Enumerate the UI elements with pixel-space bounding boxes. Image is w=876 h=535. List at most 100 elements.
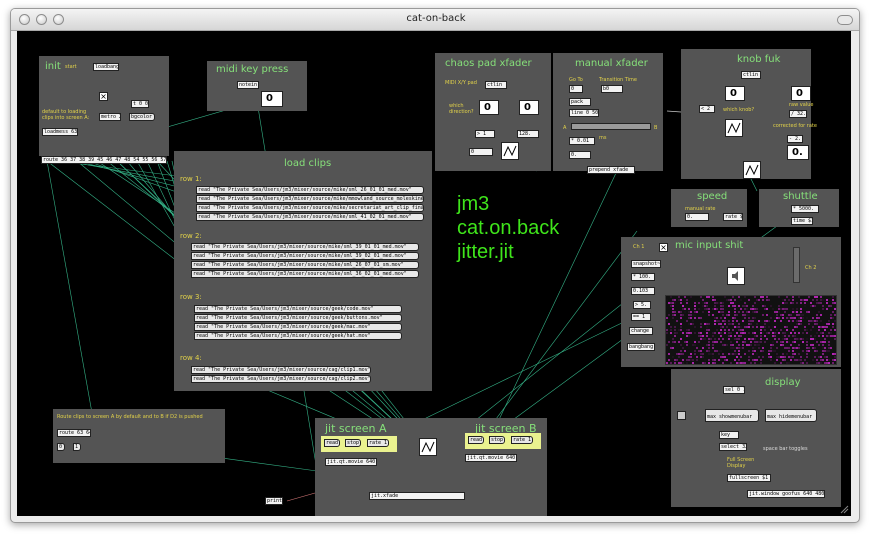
minus2-object[interactable]: - 2.	[787, 135, 803, 143]
read-message[interactable]: read "The Private Sea/Users/jm3/mixer/so…	[191, 270, 419, 278]
chaos-number[interactable]: 0	[519, 100, 539, 115]
row-3-label: row 3:	[180, 293, 202, 301]
div32-object[interactable]: / 32.	[789, 110, 807, 118]
chaos-pad-panel: chaos pad xfader MIDI X/Y pad ctlin whic…	[435, 53, 551, 171]
chaos-out-number[interactable]: 0	[469, 148, 493, 156]
corrected-label: corrected for rate	[773, 123, 817, 129]
bangbang-object[interactable]: bangbang	[627, 343, 655, 351]
gate-icon	[501, 142, 519, 160]
stop-button[interactable]: stop	[345, 439, 361, 447]
xfade-slider[interactable]	[571, 123, 651, 130]
metro-object[interactable]: metro 2	[99, 113, 121, 121]
read-message[interactable]: read "The Private Sea/Users/jm3/mixer/so…	[196, 204, 424, 212]
read-message[interactable]: read "The Private Sea/Users/jm3/mixer/so…	[194, 305, 402, 313]
read-message[interactable]: read "The Private Sea/Users/jm3/mixer/so…	[191, 375, 371, 383]
snapshot-object[interactable]: snapshot~	[631, 260, 661, 268]
gt5-object[interactable]: > 5.	[633, 301, 651, 309]
loadbang-object[interactable]: loadbang	[93, 63, 119, 71]
init-panel: init start loadbang × t 0 0 metro 2 bgco…	[39, 56, 169, 156]
t00-object[interactable]: t 0 0	[131, 100, 149, 108]
bgcolor-message[interactable]: bgcolor	[129, 113, 155, 121]
mic-toggle[interactable]: ×	[659, 243, 668, 252]
knob-number[interactable]: 0	[725, 86, 745, 101]
lt2-object[interactable]: < 2	[699, 105, 715, 113]
zoom-window-button[interactable]	[53, 14, 64, 25]
transition-label: Transition Time	[599, 77, 638, 83]
showmenubar-message[interactable]: max showmenubar	[705, 409, 759, 422]
goto-number[interactable]: 0	[569, 85, 583, 93]
knob-ctlin-object[interactable]: ctlin	[741, 71, 761, 79]
mul5000-object[interactable]: * 5000.	[791, 205, 819, 213]
rate-button[interactable]: rate 1	[511, 436, 533, 444]
spectrogram-graphic	[666, 296, 836, 364]
toolbar-toggle-button[interactable]	[837, 15, 853, 25]
read-message[interactable]: read "The Private Sea/Users/jm3/mixer/so…	[194, 323, 402, 331]
rate-button[interactable]: rate 1	[367, 439, 389, 447]
print-object[interactable]: print	[265, 497, 283, 505]
stop-button[interactable]: stop	[489, 436, 505, 444]
knob-number[interactable]: 0	[791, 86, 811, 101]
read-message[interactable]: read "The Private Sea/Users/jm3/mixer/so…	[191, 252, 419, 260]
route-screens-note: Route clips to screen A by default and t…	[57, 414, 203, 420]
hidemenubar-message[interactable]: max hidemenubar	[765, 409, 817, 422]
mic-level-number[interactable]: 0.103	[631, 287, 655, 295]
read-message[interactable]: read "The Private Sea/Users/jm3/mixer/so…	[196, 213, 424, 221]
line-object[interactable]: line 0 50	[569, 109, 599, 117]
speed-title: speed	[697, 191, 728, 202]
pack-object[interactable]: pack	[569, 98, 591, 106]
chaos-title: chaos pad xfader	[445, 58, 532, 69]
change-object[interactable]: change	[629, 327, 653, 335]
eq1-object[interactable]: == 1	[631, 313, 651, 321]
close-window-button[interactable]	[19, 14, 30, 25]
midi-note-number[interactable]: 0	[261, 91, 283, 107]
select32-object[interactable]: select 32	[719, 443, 747, 451]
rate-message[interactable]: rate $1	[723, 213, 743, 221]
mul001-object[interactable]: * 0.01	[569, 137, 595, 145]
time-message[interactable]: time $1	[791, 217, 813, 225]
fullscreen-message[interactable]: fullscreen $1	[727, 474, 771, 482]
key-object[interactable]: key	[719, 431, 739, 439]
route-63-64-object[interactable]: route 63 64	[57, 429, 91, 437]
fullscreen-toggle[interactable]	[677, 411, 686, 420]
patcher-canvas[interactable]: init start loadbang × t 0 0 metro 2 bgco…	[17, 31, 851, 516]
read-message[interactable]: read "The Private Sea/Users/jm3/mixer/so…	[191, 261, 419, 269]
jit-xfade-object[interactable]: jit.xfade	[369, 492, 465, 500]
read-message[interactable]: read "The Private Sea/Users/jm3/mixer/so…	[191, 366, 371, 374]
read-message[interactable]: read "The Private Sea/Users/jm3/mixer/so…	[196, 186, 424, 194]
start-label: start	[65, 64, 77, 70]
chaos-number[interactable]: 0	[479, 100, 499, 115]
speed-number[interactable]: 0.	[685, 213, 709, 221]
read-button[interactable]: read	[468, 436, 484, 444]
gt1-object[interactable]: > 1	[475, 130, 495, 138]
read-button[interactable]: read	[324, 439, 340, 447]
loadmess-object[interactable]: loadmess 63	[42, 128, 78, 136]
read-message[interactable]: read "The Private Sea/Users/jm3/mixer/so…	[196, 195, 424, 203]
read-message[interactable]: read "The Private Sea/Users/jm3/mixer/so…	[194, 332, 402, 340]
zero-message[interactable]: 0	[57, 443, 65, 451]
minimize-window-button[interactable]	[36, 14, 47, 25]
route-notes-object[interactable]: route 36 37 38 39 45 46 47 48 54 55 56 5…	[41, 156, 167, 164]
transition-number[interactable]: b0	[601, 85, 623, 93]
init-title: init	[45, 61, 61, 72]
jit-qt-movie-b[interactable]: jit.qt.movie 640 480	[465, 454, 517, 462]
metro-toggle[interactable]: ×	[99, 92, 108, 101]
read-message[interactable]: read "The Private Sea/Users/jm3/mixer/so…	[191, 243, 419, 251]
read-message[interactable]: read "The Private Sea/Users/jm3/mixer/so…	[194, 314, 402, 322]
shuttle-panel: shuttle * 5000. time $1	[759, 189, 839, 227]
chaos-ctlin-object[interactable]: ctlin	[485, 81, 507, 89]
raw-value-label: raw value	[789, 102, 814, 108]
level-meter-ch2[interactable]	[793, 247, 800, 283]
display-panel: display sel 0 1 max showmenubar max hide…	[671, 369, 841, 507]
manual-out-number[interactable]: 0.	[569, 151, 591, 159]
mul100-object[interactable]: * 100.	[631, 273, 655, 281]
resize-grip-icon[interactable]	[839, 504, 849, 514]
div128-object[interactable]: 128.	[517, 130, 539, 138]
sel01-object[interactable]: sel 0 1	[723, 386, 745, 394]
prepend-xfade-object[interactable]: prepend xfade	[587, 166, 635, 174]
notein-object[interactable]: notein	[237, 81, 259, 89]
jit-window-object[interactable]: jit.window goofus 640 480	[747, 490, 825, 498]
knob-out-number[interactable]: 0.	[787, 145, 809, 160]
gate-icon	[725, 119, 743, 137]
one-message[interactable]: 1	[73, 443, 81, 451]
jit-qt-movie-a[interactable]: jit.qt.movie 640 480	[325, 458, 377, 466]
